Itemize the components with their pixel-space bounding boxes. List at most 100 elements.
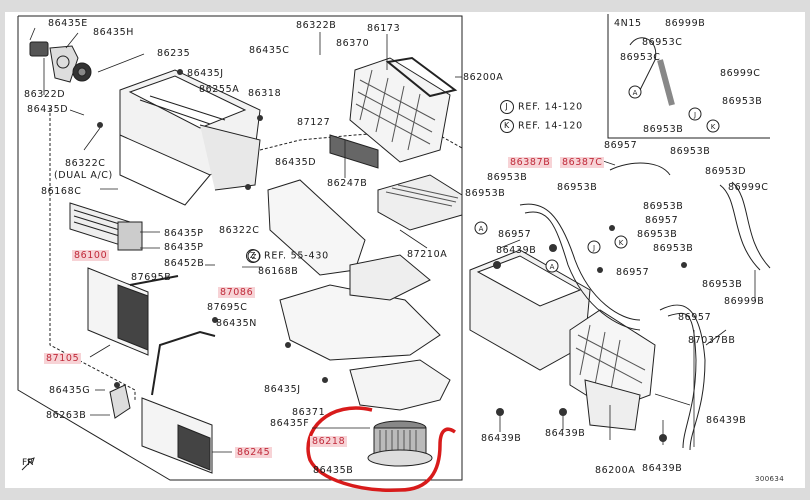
front-direction-label: FR xyxy=(22,458,34,468)
circle-marker-j: J xyxy=(500,100,514,114)
inset-label-86953C-2: 86953C xyxy=(620,52,661,63)
part-label-86435F: 86435F xyxy=(270,418,310,429)
actuator-86322D xyxy=(29,41,79,83)
part-label-86200A: 86200A xyxy=(463,72,504,83)
part-label-86953B-4: 86953B xyxy=(670,146,711,157)
part-label-86435D: 86435D xyxy=(27,104,69,115)
part-label-86435D-2: 86435D xyxy=(275,157,317,168)
part-label-86322D: 86322D xyxy=(24,89,66,100)
inset-label-86953C: 86953C xyxy=(642,37,683,48)
part-label-dual-ac: (DUAL A/C) xyxy=(54,170,113,181)
part-label-86168C: 86168C xyxy=(41,186,82,197)
group-outline-center xyxy=(259,129,463,151)
inset-label-86953B-2: 86953B xyxy=(643,124,684,135)
part-label-86387C[interactable]: 86387C xyxy=(560,157,605,168)
part-label-86999B: 86999B xyxy=(724,296,765,307)
svg-text:K: K xyxy=(711,123,716,131)
part-label-87086[interactable]: 87086 xyxy=(218,287,256,298)
part-label-86435H: 86435H xyxy=(93,27,134,38)
part-label-86452B: 86452B xyxy=(164,258,205,269)
front-arrow-icon xyxy=(21,457,35,471)
part-label-87037BB: 87037BB xyxy=(688,335,736,346)
part-label-86953B-3: 86953B xyxy=(557,182,598,193)
svg-text:A: A xyxy=(550,263,555,271)
part-label-86435N: 86435N xyxy=(216,318,257,329)
variant-label-4n15: 4N15 xyxy=(614,18,642,29)
part-label-86173: 86173 xyxy=(367,23,401,34)
intake-case-86200A xyxy=(349,56,458,163)
circle-marker-k: K xyxy=(500,119,514,133)
part-label-86953B-8: 86953B xyxy=(702,279,743,290)
leader-lines xyxy=(29,27,756,453)
svg-text:A: A xyxy=(633,89,638,97)
part-label-86953D: 86953D xyxy=(705,166,747,177)
svg-text:J: J xyxy=(592,244,595,252)
part-label-86439B-1: 86439B xyxy=(496,245,537,256)
part-label-86957-3: 86957 xyxy=(645,215,679,226)
part-label-86200A-2: 86200A xyxy=(595,465,636,476)
evaporator-86100 xyxy=(69,202,143,251)
svg-text:J: J xyxy=(693,111,696,119)
reference-k: K REF. 14-120 xyxy=(500,119,583,133)
part-label-86100[interactable]: 86100 xyxy=(72,250,110,261)
reference-k-text: REF. 14-120 xyxy=(518,120,584,132)
part-label-86322C: 86322C xyxy=(65,158,106,169)
blower-housing xyxy=(349,359,451,411)
blower-motor-86218 xyxy=(367,420,433,467)
heater-core-86245 xyxy=(141,330,216,474)
hvac-assembly-right xyxy=(469,249,656,431)
bracket-86263B xyxy=(109,384,131,419)
part-label-86245[interactable]: 86245 xyxy=(235,447,273,458)
part-label-86387B[interactable]: 86387B xyxy=(508,157,553,168)
cabin-filter-87210A xyxy=(377,174,463,231)
part-label-86370: 86370 xyxy=(336,38,370,49)
center-duct xyxy=(267,179,441,361)
circle-marker-z: Z xyxy=(246,249,260,263)
reference-j: J REF. 14-120 xyxy=(500,100,583,114)
part-label-86999C: 86999C xyxy=(728,182,769,193)
svg-text:A: A xyxy=(479,225,484,233)
part-label-87105[interactable]: 87105 xyxy=(44,353,82,364)
part-label-86953B-5: 86953B xyxy=(643,201,684,212)
part-label-86322B: 86322B xyxy=(296,20,337,31)
part-label-87210A: 87210A xyxy=(407,249,448,260)
frame-outline xyxy=(17,15,463,481)
part-label-86318: 86318 xyxy=(248,88,282,99)
part-label-86235: 86235 xyxy=(157,48,191,59)
part-label-86255A: 86255A xyxy=(199,84,240,95)
part-label-86435P: 86435P xyxy=(164,228,204,239)
fasteners xyxy=(97,69,687,442)
inset-label-86999C: 86999C xyxy=(720,68,761,79)
condenser-core-87105 xyxy=(87,267,179,356)
part-label-86247B: 86247B xyxy=(327,178,368,189)
group-outline-left xyxy=(49,108,136,400)
connector-markers xyxy=(247,85,720,273)
part-label-86435J: 86435J xyxy=(187,68,224,79)
part-label-86263B: 86263B xyxy=(46,410,87,421)
part-label-86371: 86371 xyxy=(292,407,326,418)
part-label-86957-5: 86957 xyxy=(678,312,712,323)
hvac-case-left xyxy=(119,69,261,206)
part-label-86435P-2: 86435P xyxy=(164,242,204,253)
part-label-86953B-1: 86953B xyxy=(487,172,528,183)
part-label-86439B-4: 86439B xyxy=(545,428,586,439)
part-label-86168B: 86168B xyxy=(258,266,299,277)
svg-text:K: K xyxy=(619,239,624,247)
part-label-86435C: 86435C xyxy=(249,45,290,56)
part-label-87695B: 87695B xyxy=(131,272,172,283)
part-label-86957-1: 86957 xyxy=(498,229,532,240)
part-label-86435G: 86435G xyxy=(49,385,91,396)
part-label-86953B-2: 86953B xyxy=(465,188,506,199)
part-label-87695C: 87695C xyxy=(207,302,248,313)
part-label-87127: 87127 xyxy=(297,117,331,128)
part-label-86322C-2: 86322C xyxy=(219,225,260,236)
part-label-86439B-5: 86439B xyxy=(642,463,683,474)
part-label-86218[interactable]: 86218 xyxy=(310,436,348,447)
part-label-86435B: 86435B xyxy=(313,465,354,476)
reference-j-text: REF. 14-120 xyxy=(518,101,584,113)
part-label-86435E: 86435E xyxy=(48,18,88,29)
part-label-86957-4: 86957 xyxy=(616,267,650,278)
inset-label-86999B: 86999B xyxy=(665,18,706,29)
